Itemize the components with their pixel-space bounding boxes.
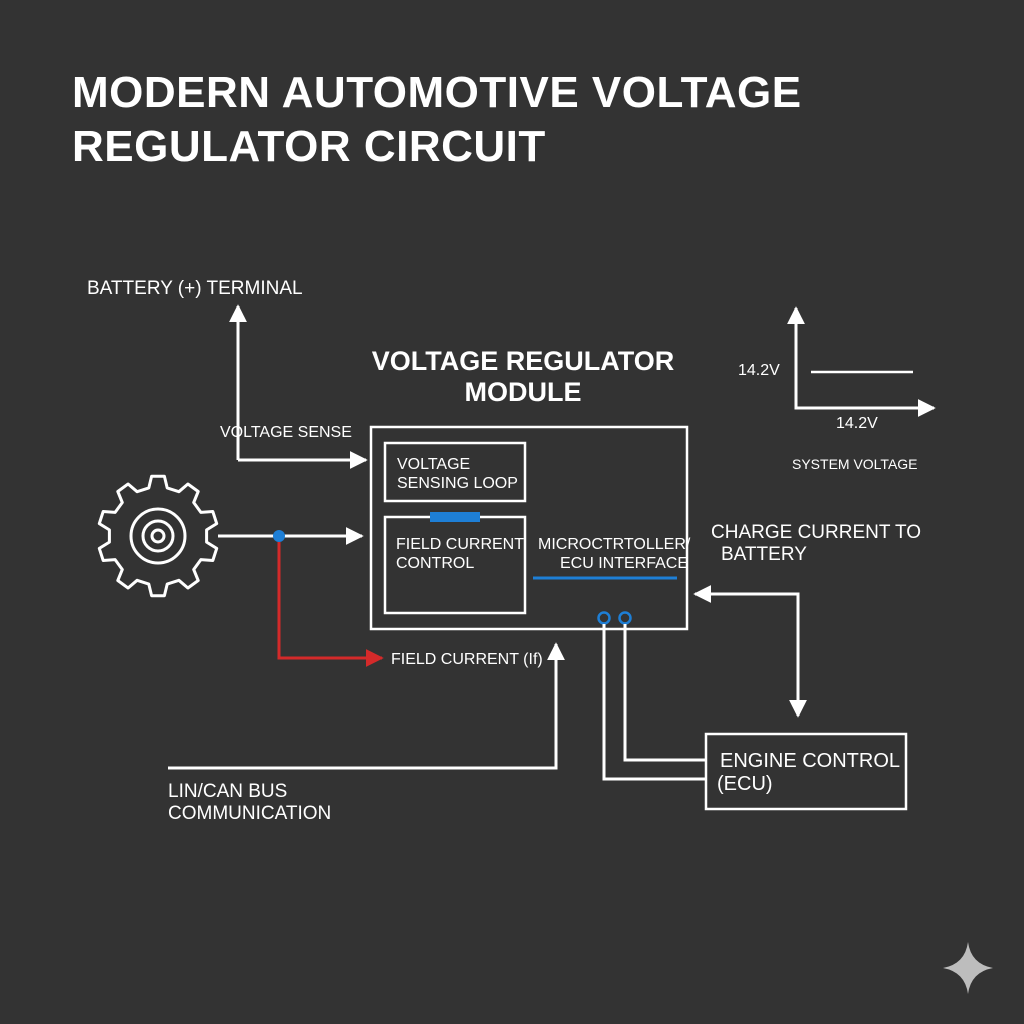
module-title: VOLTAGE REGULATOR MODULE <box>370 346 676 408</box>
charge-current-label: CHARGE CURRENT TO BATTERY <box>711 522 921 566</box>
charge-current-wire <box>693 585 807 718</box>
ecu-label-line-2: (ECU) <box>717 773 773 795</box>
graph-y-value-label: 14.2V <box>738 362 780 379</box>
field-current-wire <box>277 542 384 667</box>
sensing-loop-block <box>383 441 527 503</box>
sensing-loop-label-line-1: VOLTAGE <box>397 456 471 473</box>
field-control-label: FIELD CURRENT CONTROL <box>396 535 524 573</box>
charge-current-label-line-2: BATTERY <box>721 544 807 565</box>
battery-terminal-label: BATTERY (+) TERMINAL <box>87 278 303 299</box>
ecu-label: ENGINE CONTROL (ECU) <box>717 750 901 796</box>
page-title: MODERN AUTOMOTIVE VOLTAGE REGULATOR CIRC… <box>72 66 972 174</box>
system-voltage-label: SYSTEM VOLTAGE <box>792 456 918 472</box>
title-line-1: MODERN AUTOMOTIVE VOLTAGE <box>72 68 802 117</box>
bus-label-line-1: LIN/CAN BUS <box>168 781 288 802</box>
mcu-label-line-1: MICROCTRTOLLER/ <box>538 536 691 553</box>
connector-pin-right <box>618 611 632 625</box>
sparkle-icon <box>943 942 993 994</box>
mcu-interface-label: MICROCTRTOLLER/ ECU INTERFACE <box>538 535 690 573</box>
ecu-box <box>704 732 908 811</box>
ecu-wire-1 <box>602 624 705 781</box>
bus-communication-label: LIN/CAN BUS COMMUNICATION <box>168 781 331 825</box>
bus-label-line-2: COMMUNICATION <box>168 803 332 824</box>
field-control-indicator <box>430 512 480 522</box>
sensing-loop-label-line-2: SENSING LOOP <box>397 475 518 492</box>
sensing-loop-label: VOLTAGE SENSING LOOP <box>397 455 518 493</box>
connector-pin-left <box>597 611 611 625</box>
mcu-label-line-2: ECU INTERFACE <box>560 555 689 572</box>
title-line-2: REGULATOR CIRCUIT <box>72 122 546 171</box>
field-current-label: FIELD CURRENT (If) <box>391 651 543 668</box>
ecu-label-line-1: ENGINE CONTROL <box>720 750 901 772</box>
graph-x-value-label: 14.2V <box>836 415 878 432</box>
field-control-label-line-1: FIELD CURRENT <box>396 536 525 553</box>
junction-node <box>273 530 285 542</box>
voltage-sense-label: VOLTAGE SENSE <box>220 424 352 441</box>
graph-axes <box>787 306 936 417</box>
field-control-label-line-2: CONTROL <box>396 555 475 572</box>
ecu-wire-2 <box>623 624 705 762</box>
gear-icon <box>97 474 219 598</box>
module-title-line-1: VOLTAGE REGULATOR <box>371 346 675 376</box>
voltage-graph <box>787 306 936 417</box>
module-title-line-2: MODULE <box>464 377 582 407</box>
charge-current-label-line-1: CHARGE CURRENT TO <box>711 522 922 543</box>
regulator-module-box <box>369 425 689 631</box>
bus-wire <box>168 642 565 770</box>
